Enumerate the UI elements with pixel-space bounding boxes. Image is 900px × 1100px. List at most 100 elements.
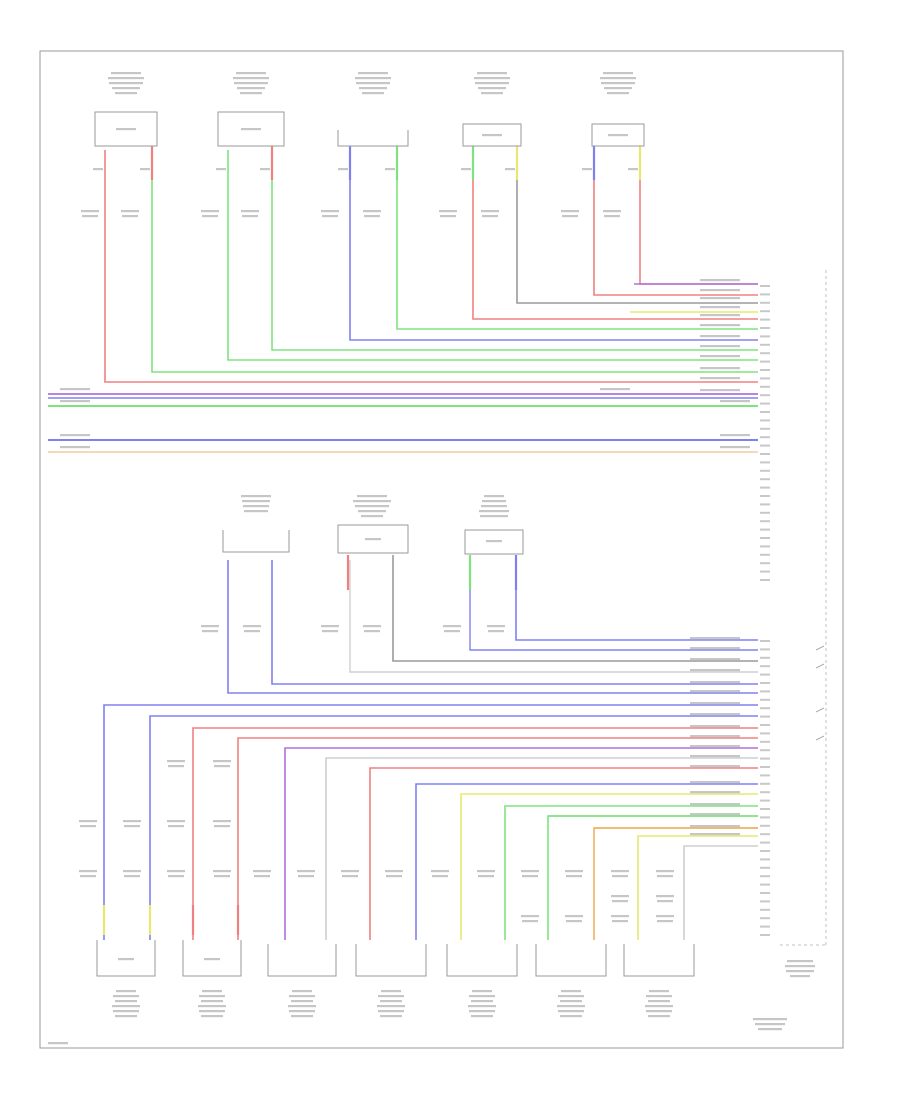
component-caption (353, 500, 391, 503)
component-box (355, 944, 427, 977)
wire-blue (349, 150, 758, 341)
component-caption (560, 1000, 582, 1003)
component-caption (244, 510, 268, 513)
component-caption (603, 72, 633, 75)
connector-pin-label (760, 858, 770, 861)
component-caption (356, 82, 390, 85)
wire-red (192, 727, 758, 940)
wire-blue (415, 783, 758, 940)
wire-label (522, 920, 538, 923)
connector-pin-label (760, 343, 770, 346)
component-caption (558, 1010, 584, 1013)
bus-label (690, 791, 740, 794)
component-caption (479, 510, 509, 513)
bus-label (600, 388, 630, 391)
wire-red (593, 150, 758, 296)
wire-group (48, 146, 758, 940)
component-box (222, 530, 290, 553)
bus-label (700, 306, 740, 309)
connector-pin-label (760, 553, 770, 556)
connector-pin-label (760, 570, 770, 573)
connector-pin-label (760, 444, 770, 447)
wire-label (657, 900, 673, 903)
connector-pin-label (760, 511, 770, 514)
component-symbol (482, 134, 502, 137)
component-caption (560, 1015, 582, 1018)
component-caption (243, 505, 269, 508)
connector-pin-label (760, 866, 770, 869)
wire-label (440, 215, 456, 218)
wire-label (656, 895, 674, 898)
wire-label (432, 875, 448, 878)
component-caption (377, 1005, 405, 1008)
component-symbol (116, 128, 136, 131)
wire-red (104, 150, 758, 383)
wire-green (151, 150, 758, 373)
connector-pin-label (760, 925, 770, 928)
connector-pin-label (760, 385, 770, 388)
bus-label (690, 637, 740, 640)
component-caption (604, 87, 632, 90)
wire-blue (469, 560, 758, 651)
component-caption (474, 77, 510, 80)
connector-pin-label (760, 782, 770, 785)
wire-blue (271, 560, 758, 685)
component-caption (201, 1000, 223, 1003)
connector-pin-label (760, 841, 770, 844)
wire-label (241, 210, 259, 213)
component-caption (477, 72, 507, 75)
wire-label (385, 870, 403, 873)
component-caption (381, 990, 401, 993)
connector-pin-label (760, 352, 770, 355)
component-symbol (365, 538, 381, 541)
component-caption (558, 995, 584, 998)
component-caption (202, 990, 222, 993)
wire-blue (515, 560, 758, 641)
wire-label (79, 870, 97, 873)
component-group (94, 111, 695, 977)
component-caption (380, 1015, 402, 1018)
bus-label (690, 765, 740, 768)
wire-label (214, 825, 230, 828)
pin-label (628, 168, 638, 171)
component-box (182, 940, 242, 977)
component-caption (600, 77, 636, 80)
wire-label (298, 875, 314, 878)
connector-pin-label (760, 419, 770, 422)
wire-label (443, 625, 461, 628)
wire-label (439, 210, 457, 213)
component-symbol (241, 128, 261, 131)
connector-pin-label (760, 724, 770, 726)
connector-pin-label (760, 520, 770, 523)
wire-label (82, 215, 98, 218)
wire-label (487, 625, 505, 628)
connector-pin-label (760, 469, 770, 472)
wire-violet (284, 747, 758, 940)
wire-label (321, 625, 339, 628)
bus-label (60, 434, 90, 437)
wire-label (80, 825, 96, 828)
connector-note (753, 1018, 787, 1021)
pin-label (505, 168, 515, 171)
wire-label (611, 870, 629, 873)
component-box (535, 944, 607, 977)
connector-pin-label (760, 545, 770, 548)
connector-pin-label (760, 369, 770, 371)
wire-label (444, 630, 460, 633)
component-caption (112, 87, 140, 90)
component-caption (471, 1000, 493, 1003)
wire-green (396, 150, 758, 330)
component-symbol (486, 540, 502, 543)
connector-pin-label (760, 673, 770, 676)
component-caption (241, 495, 271, 498)
component-caption (115, 92, 137, 95)
bus-label (690, 669, 740, 672)
component-caption (237, 87, 265, 90)
component-caption (357, 495, 387, 498)
bus-label (690, 681, 740, 684)
component-caption (359, 87, 387, 90)
bus-label (690, 781, 740, 784)
connector-pin-label (760, 875, 770, 878)
component-caption (607, 92, 629, 95)
wire-label (124, 875, 140, 878)
